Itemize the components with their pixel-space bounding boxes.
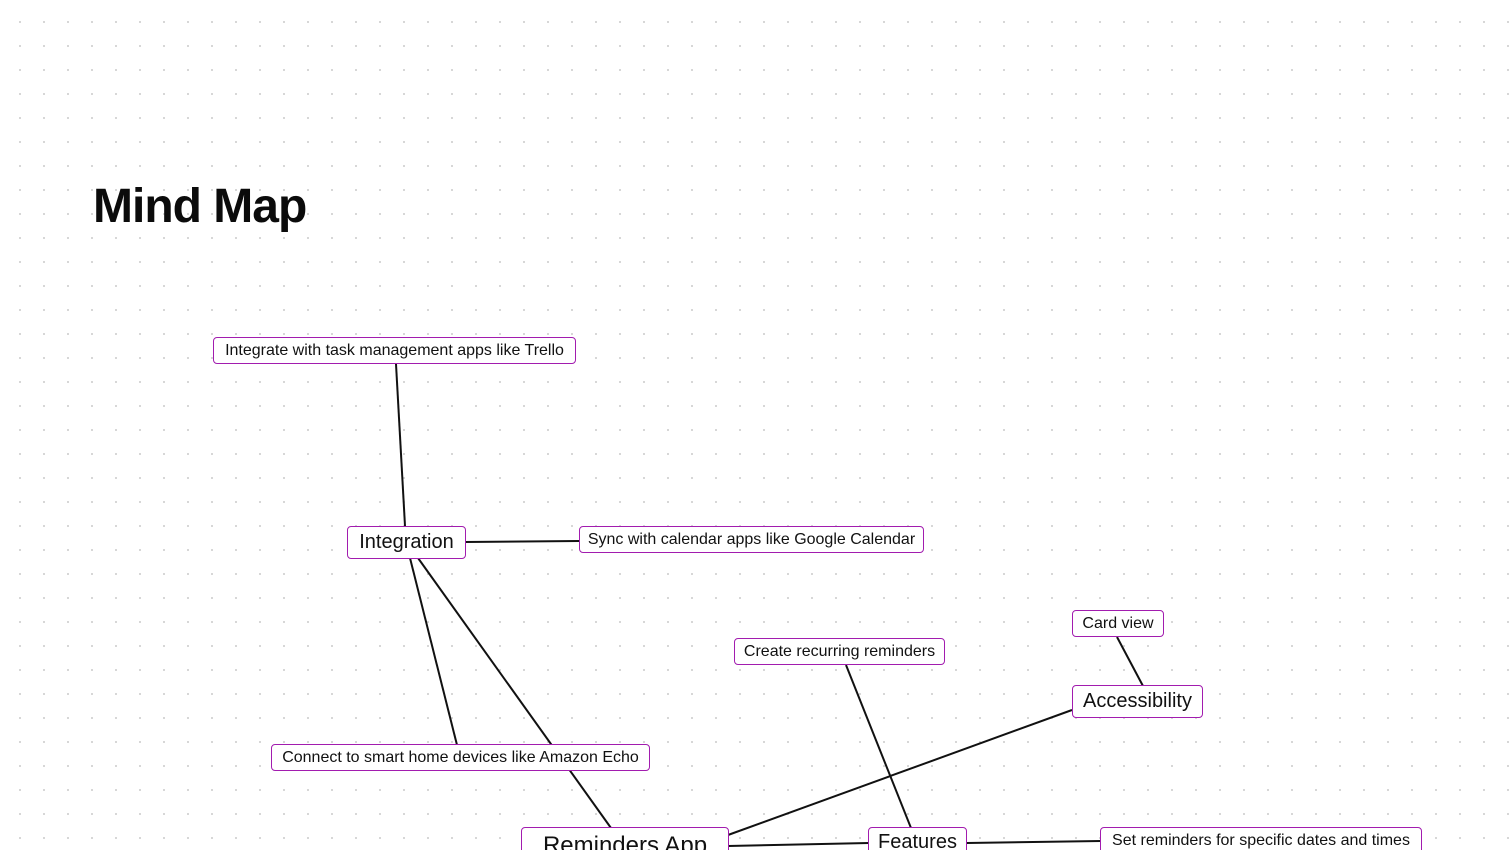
node-integrate-trello[interactable]: Integrate with task management apps like… <box>213 337 576 364</box>
edge-features-recurring <box>845 664 912 829</box>
node-label: Create recurring reminders <box>743 642 936 660</box>
edge-integration-amazon-echo <box>409 557 458 746</box>
node-integration[interactable]: Integration <box>347 526 466 559</box>
edge-reminders-app-accessibility <box>727 709 1073 836</box>
node-label: Sync with calendar apps like Google Cale… <box>587 530 916 548</box>
node-label: Set reminders for specific dates and tim… <box>1112 831 1410 849</box>
node-label: Card view <box>1082 614 1154 632</box>
node-create-recurring-reminders[interactable]: Create recurring reminders <box>734 638 945 665</box>
edge-reminders-app-integration <box>417 557 612 829</box>
edge-features-specific-dates <box>966 840 1102 844</box>
node-sync-google-calendar[interactable]: Sync with calendar apps like Google Cale… <box>579 526 924 553</box>
node-label: Integrate with task management apps like… <box>225 341 564 359</box>
node-accessibility[interactable]: Accessibility <box>1072 685 1203 718</box>
node-label: Accessibility <box>1083 690 1192 712</box>
edge-integration-google-calendar <box>464 540 580 543</box>
node-label: Features <box>878 831 957 850</box>
node-label: Integration <box>359 531 454 553</box>
edge-accessibility-card-view <box>1116 636 1144 687</box>
page-title: Mind Map <box>93 180 307 233</box>
node-connect-amazon-echo[interactable]: Connect to smart home devices like Amazo… <box>271 744 650 771</box>
edge-reminders-app-features <box>727 842 870 847</box>
node-label: Reminders App <box>542 832 708 850</box>
node-set-reminders-specific-dates[interactable]: Set reminders for specific dates and tim… <box>1100 827 1422 850</box>
node-features[interactable]: Features <box>868 827 967 850</box>
edge-integration-trello <box>395 363 406 527</box>
node-reminders-app[interactable]: Reminders App <box>521 827 729 850</box>
node-card-view[interactable]: Card view <box>1072 610 1164 637</box>
node-label: Connect to smart home devices like Amazo… <box>282 748 639 766</box>
